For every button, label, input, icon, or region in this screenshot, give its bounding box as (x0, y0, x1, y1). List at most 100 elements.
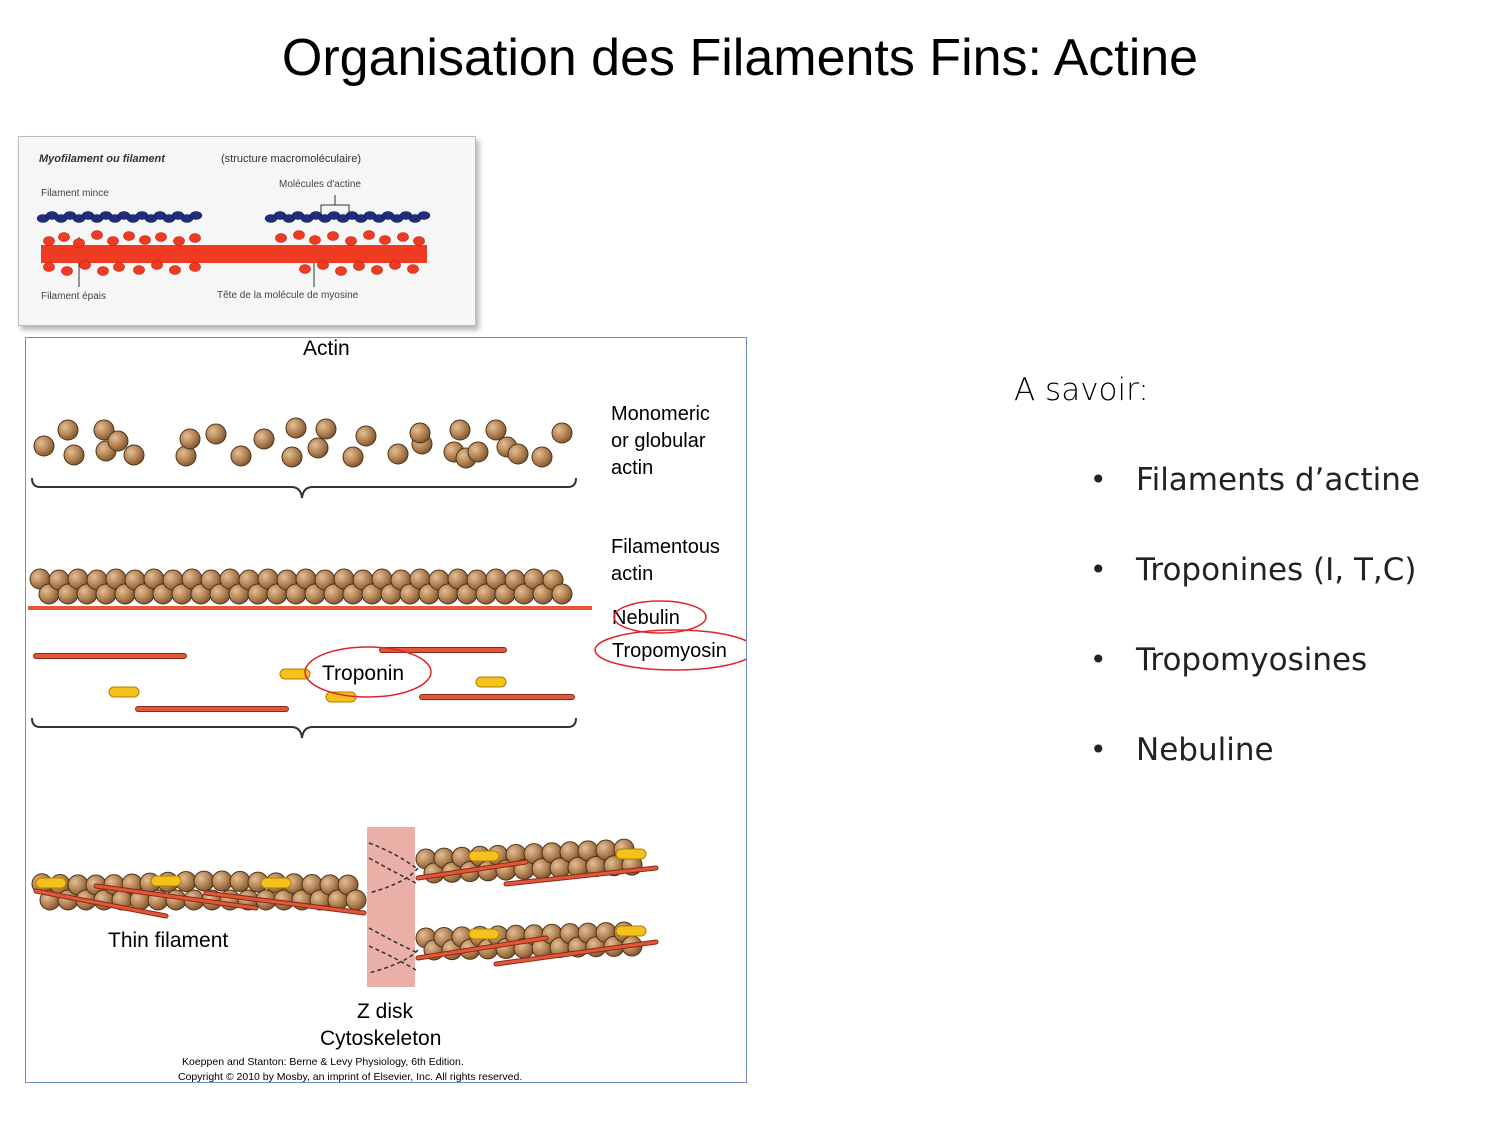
tropomyosin-rod (416, 936, 548, 960)
globular-label-line2: or globular (611, 430, 706, 452)
summary-list: •Filaments d’actine •Troponines (I, T,C)… (1014, 460, 1420, 820)
bullet-icon: • (1090, 733, 1107, 766)
thin-filament-label: Thin filament (108, 929, 228, 952)
actin-monomer (355, 425, 377, 447)
myosin-head (123, 231, 135, 241)
cytoskeleton-label: Cytoskeleton (320, 1027, 441, 1050)
myosin-head (133, 265, 145, 275)
globular-brace (31, 477, 577, 499)
thin-filament-assembly (31, 838, 659, 967)
myosin-head (353, 261, 365, 271)
globular-actin-group (33, 417, 573, 469)
summary-item-text: Tropomyosines (1136, 642, 1368, 678)
actin-monomer (93, 419, 115, 441)
filamentous-label-line2: actin (611, 563, 653, 585)
tropomyosin-rod (504, 866, 658, 886)
label-myosin-head: Tête de la molécule de myosine (217, 290, 359, 301)
actin-monomer (507, 443, 529, 465)
actin-heading: Actin (303, 338, 350, 360)
tropomyosin-rod (94, 884, 258, 910)
actin-monomer (285, 417, 307, 439)
actin-monomer (551, 583, 573, 605)
myosin-heads (43, 230, 425, 276)
actin-monomer (107, 430, 129, 452)
actin-monomer (449, 419, 471, 441)
actin-monomer (205, 423, 227, 445)
summary-item-text: Nebuline (1136, 732, 1274, 768)
myosin-head (299, 264, 311, 274)
actin-subunit (189, 211, 203, 220)
actin-monomer (551, 422, 573, 444)
myosin-head (275, 233, 287, 243)
myosin-head (97, 266, 109, 276)
myosin-head (397, 232, 409, 242)
myosin-head (379, 235, 391, 245)
credit-line-1: Koeppen and Stanton: Berne & Levy Physio… (182, 1056, 464, 1068)
troponin-pills (108, 668, 507, 703)
actin-monomer (531, 446, 553, 468)
myosin-head (407, 264, 419, 274)
myosin-head (189, 262, 201, 272)
troponin-pill (468, 928, 500, 940)
summary-item-text: Troponines (I, T,C) (1136, 552, 1417, 588)
myosin-head (43, 236, 55, 246)
myosin-head (173, 236, 185, 246)
actin-monomer (485, 419, 507, 441)
troponin-pill (468, 850, 500, 862)
troponin-pill (150, 875, 182, 887)
caption-rest: (structure macromoléculaire) (221, 153, 361, 165)
filamentous-label-line1: Filamentous (611, 536, 720, 558)
tropomyosin-rod (204, 891, 366, 915)
myosin-head (371, 265, 383, 275)
myosin-head (345, 236, 357, 246)
actin-monomer (57, 419, 79, 441)
tropomyosin-rod (416, 860, 528, 880)
actin-monomer (230, 445, 252, 467)
myosin-head (363, 230, 375, 240)
myosin-head (91, 230, 103, 240)
actin-monomer (307, 437, 329, 459)
label-actin-molecules: Molécules d'actine (279, 179, 361, 190)
z-disk-label: Z disk (357, 1000, 414, 1023)
myosin-head (335, 266, 347, 276)
myosin-head (113, 262, 125, 272)
myosin-head (327, 231, 339, 241)
bullet-icon: • (1090, 643, 1107, 676)
myosin-head (73, 238, 85, 248)
bullet-icon: • (1090, 463, 1107, 496)
actin-bracket (320, 195, 350, 215)
bullet-icon: • (1090, 553, 1107, 586)
myosin-head (61, 266, 73, 276)
myosin-head (139, 235, 151, 245)
troponin-pill (279, 668, 311, 680)
troponin-pill (260, 877, 292, 889)
actin-monomer (281, 446, 303, 468)
components-brace (31, 717, 577, 739)
summary-heading: A savoir: (1014, 372, 1149, 408)
actin-monomer (193, 870, 215, 892)
nebulin-highlight-circle (613, 600, 707, 634)
nebulin-label: Nebulin (612, 607, 680, 629)
troponin-pill (35, 877, 67, 889)
myosin-head (58, 232, 70, 242)
summary-panel: A savoir: •Filaments d’actine •Troponine… (1014, 372, 1420, 820)
myosin-head (309, 235, 321, 245)
globular-label-line1: Monomeric (611, 403, 710, 425)
myosin-head (151, 260, 163, 270)
actin-monomer (63, 444, 85, 466)
actin-monomer (315, 418, 337, 440)
z-disk (367, 827, 415, 987)
troponin-highlight-circle (304, 646, 432, 698)
caption-bold: Myofilament ou filament (39, 153, 166, 165)
summary-item: • Nebuline (1090, 730, 1420, 820)
troponin-pill (325, 691, 357, 703)
myosin-head (169, 265, 181, 275)
myosin-head (107, 236, 119, 246)
myofilament-figure: Myofilament ou filament (structure macro… (18, 136, 476, 326)
tropomyosin-rod (494, 940, 658, 966)
actin-figure: Actin Monomeric or globular actin Filame… (25, 337, 756, 1083)
actin-monomer (33, 435, 55, 457)
actin-subunit (417, 211, 431, 220)
z-disk-crosslinks (368, 842, 419, 974)
myosin-head (317, 260, 329, 270)
